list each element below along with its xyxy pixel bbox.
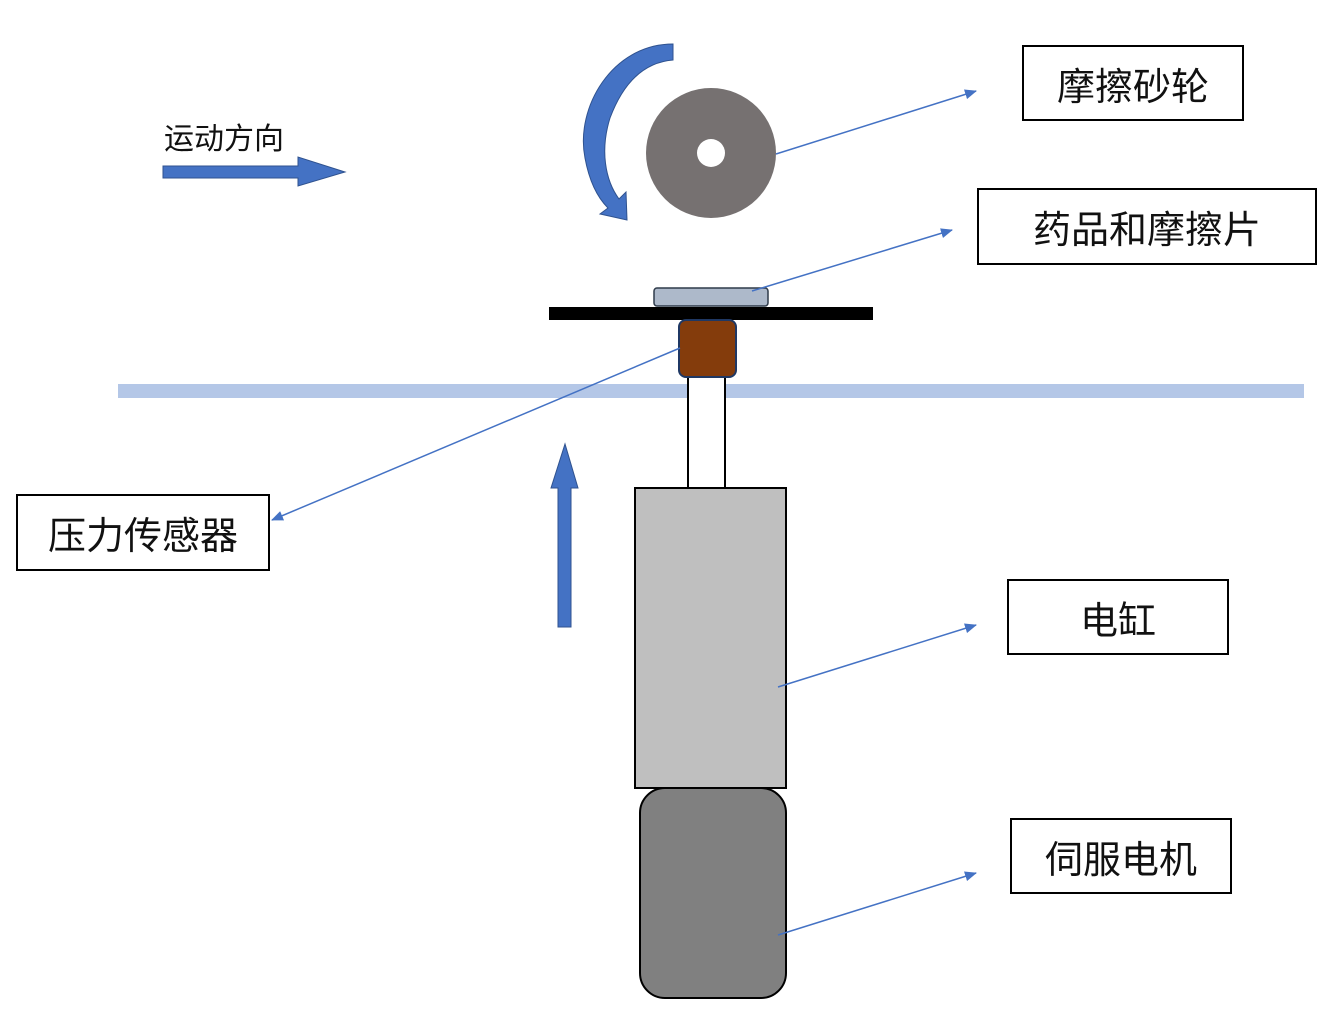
piston-rod: [687, 375, 726, 489]
electric-cylinder: [634, 487, 787, 789]
leader-line-electric-cylinder: [777, 623, 977, 688]
electric-cylinder-label: 电缸: [1007, 579, 1229, 655]
servo-motor: [639, 787, 787, 999]
motion-direction-arrow: [162, 156, 347, 187]
motion-direction-label: 运动方向: [164, 122, 284, 157]
drug-and-friction-plate-label: 药品和摩擦片: [977, 188, 1317, 265]
friction-plate: [653, 287, 769, 307]
pressure-sensor: [678, 319, 737, 378]
grinding-wheel-hole: [697, 139, 725, 167]
pressure-sensor-label: 压力传感器: [16, 494, 270, 571]
rotation-arrow: [583, 43, 674, 221]
leader-line-friction-plate: [751, 228, 953, 292]
platform-bar: [549, 307, 873, 320]
upward-arrow: [550, 442, 579, 628]
servo-motor-label: 伺服电机: [1010, 818, 1232, 894]
leader-line-servo-motor: [777, 871, 977, 936]
leader-line-pressure-sensor: [271, 347, 681, 521]
grinding-wheel-label: 摩擦砂轮: [1022, 45, 1244, 121]
leader-line-grinding-wheel: [775, 89, 977, 155]
